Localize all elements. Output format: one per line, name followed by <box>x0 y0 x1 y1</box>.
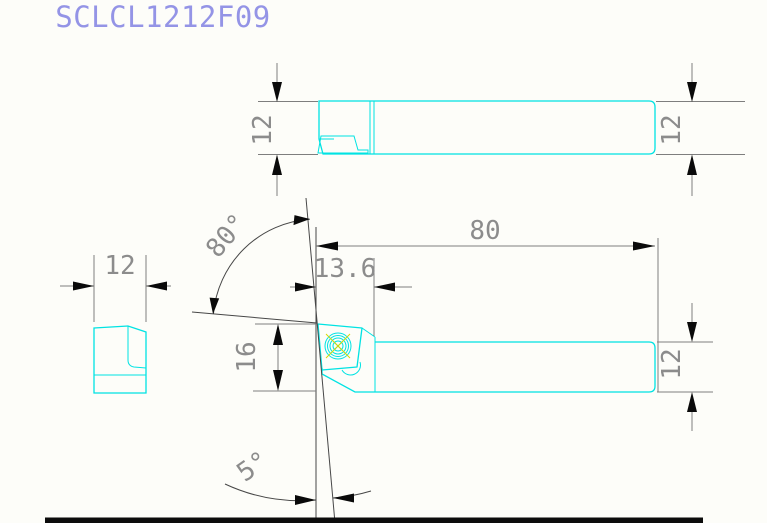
dimension-overall-length: 80 <box>316 216 659 392</box>
drawing-title: SCLCL1212F09 <box>55 0 271 34</box>
dim-head-length: 13.6 <box>314 254 377 284</box>
dimension-head-length: 13.6 <box>290 254 412 336</box>
dim-top-view-height-left: 12 <box>248 114 278 145</box>
top-view-dimension-left: 12 <box>248 63 318 196</box>
top-view-geometry <box>317 100 656 155</box>
dim-head-height: 16 <box>232 341 262 372</box>
dim-top-view-height-right: 12 <box>657 114 687 145</box>
dimension-shank-height: 12 <box>657 303 713 431</box>
dimension-head-height: 16 <box>232 323 316 392</box>
dimension-insert-angle: 80° <box>200 208 310 314</box>
dim-side-view-width: 12 <box>104 251 135 281</box>
side-view-geometry <box>93 325 147 394</box>
bottom-bar <box>45 517 703 523</box>
insert-screw <box>324 332 352 360</box>
dim-overall-length: 80 <box>469 216 500 246</box>
angle-construction-lines <box>191 197 336 523</box>
screw-centerline-cross <box>325 333 351 359</box>
top-view-dimension-right: 12 <box>656 63 745 196</box>
side-view-dimension-width: 12 <box>60 251 171 322</box>
front-view-geometry <box>317 323 656 393</box>
dimension-back-angle: 5° <box>224 446 372 505</box>
dim-back-rake-angle: 5° <box>232 446 275 489</box>
dim-insert-corner-angle: 80° <box>200 208 253 263</box>
dim-shank-height: 12 <box>657 348 687 379</box>
